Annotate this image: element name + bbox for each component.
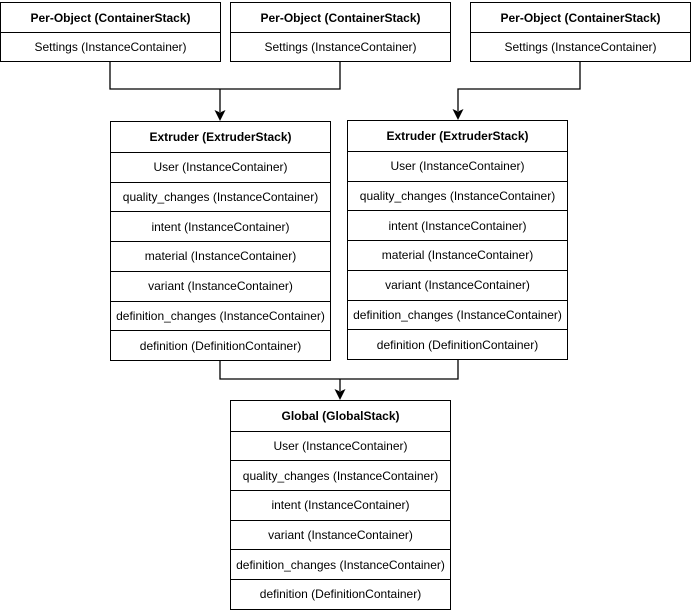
extruder-right-row-user: User (InstanceContainer) (348, 150, 567, 181)
extruder-left-row-intent: intent (InstanceContainer) (111, 211, 330, 241)
extruder-right-row-definition: definition (DefinitionContainer) (348, 329, 567, 359)
per-object-stack-1: Per-Object (ContainerStack) Settings (In… (0, 2, 221, 62)
global-row-definition-changes: definition_changes (InstanceContainer) (231, 549, 450, 579)
per-object-stack-2-title: Per-Object (ContainerStack) (260, 10, 421, 25)
arrowhead-global (334, 389, 346, 400)
extruder-left-row-user: User (InstanceContainer) (111, 151, 330, 182)
arrowhead-extruder-left (214, 110, 226, 121)
connector-perobject3-to-extruder-right (457, 61, 581, 111)
extruder-left-row-variant: variant (InstanceContainer) (111, 270, 330, 301)
extruder-stack-right: Extruder (ExtruderStack) User (InstanceC… (347, 120, 568, 360)
extruder-right-row-intent: intent (InstanceContainer) (348, 210, 567, 240)
arrowhead-extruder-right (452, 109, 464, 120)
extruder-right-row-definition-changes: definition_changes (InstanceContainer) (348, 299, 567, 330)
per-object-stack-2: Per-Object (ContainerStack) Settings (In… (230, 2, 451, 62)
extruder-left-row-definition-changes: definition_changes (InstanceContainer) (111, 300, 330, 331)
extruder-right-row-quality-changes: quality_changes (InstanceContainer) (348, 180, 567, 211)
extruder-right-row-variant: variant (InstanceContainer) (348, 269, 567, 300)
extruder-stack-left-title: Extruder (ExtruderStack) (149, 129, 292, 144)
global-row-definition: definition (DefinitionContainer) (231, 579, 450, 609)
extruder-left-row-material: material (InstanceContainer) (111, 241, 330, 271)
per-object-stack-3-row-settings: Settings (InstanceContainer) (471, 32, 690, 61)
extruder-stack-right-title: Extruder (ExtruderStack) (386, 128, 529, 143)
extruder-stack-left: Extruder (ExtruderStack) User (InstanceC… (110, 121, 331, 361)
extruder-left-row-definition: definition (DefinitionContainer) (111, 330, 330, 360)
extruder-left-row-quality-changes: quality_changes (InstanceContainer) (111, 181, 330, 212)
global-stack: Global (GlobalStack) User (InstanceConta… (230, 400, 451, 610)
connector-extruders-merge (219, 359, 459, 380)
per-object-stack-1-title: Per-Object (ContainerStack) (30, 10, 191, 25)
extruder-right-row-material: material (InstanceContainer) (348, 240, 567, 270)
global-row-quality-changes: quality_changes (InstanceContainer) (231, 460, 450, 490)
global-row-intent: intent (InstanceContainer) (231, 490, 450, 520)
global-stack-title: Global (GlobalStack) (281, 408, 400, 423)
per-object-stack-3: Per-Object (ContainerStack) Settings (In… (470, 2, 691, 62)
per-object-stack-3-title: Per-Object (ContainerStack) (500, 10, 661, 25)
per-object-stack-1-row-settings: Settings (InstanceContainer) (1, 32, 220, 61)
connector-perobject1-perobject2-merge (109, 61, 341, 90)
global-row-user: User (InstanceContainer) (231, 430, 450, 461)
per-object-stack-2-row-settings: Settings (InstanceContainer) (231, 32, 450, 61)
global-row-variant: variant (InstanceContainer) (231, 519, 450, 550)
